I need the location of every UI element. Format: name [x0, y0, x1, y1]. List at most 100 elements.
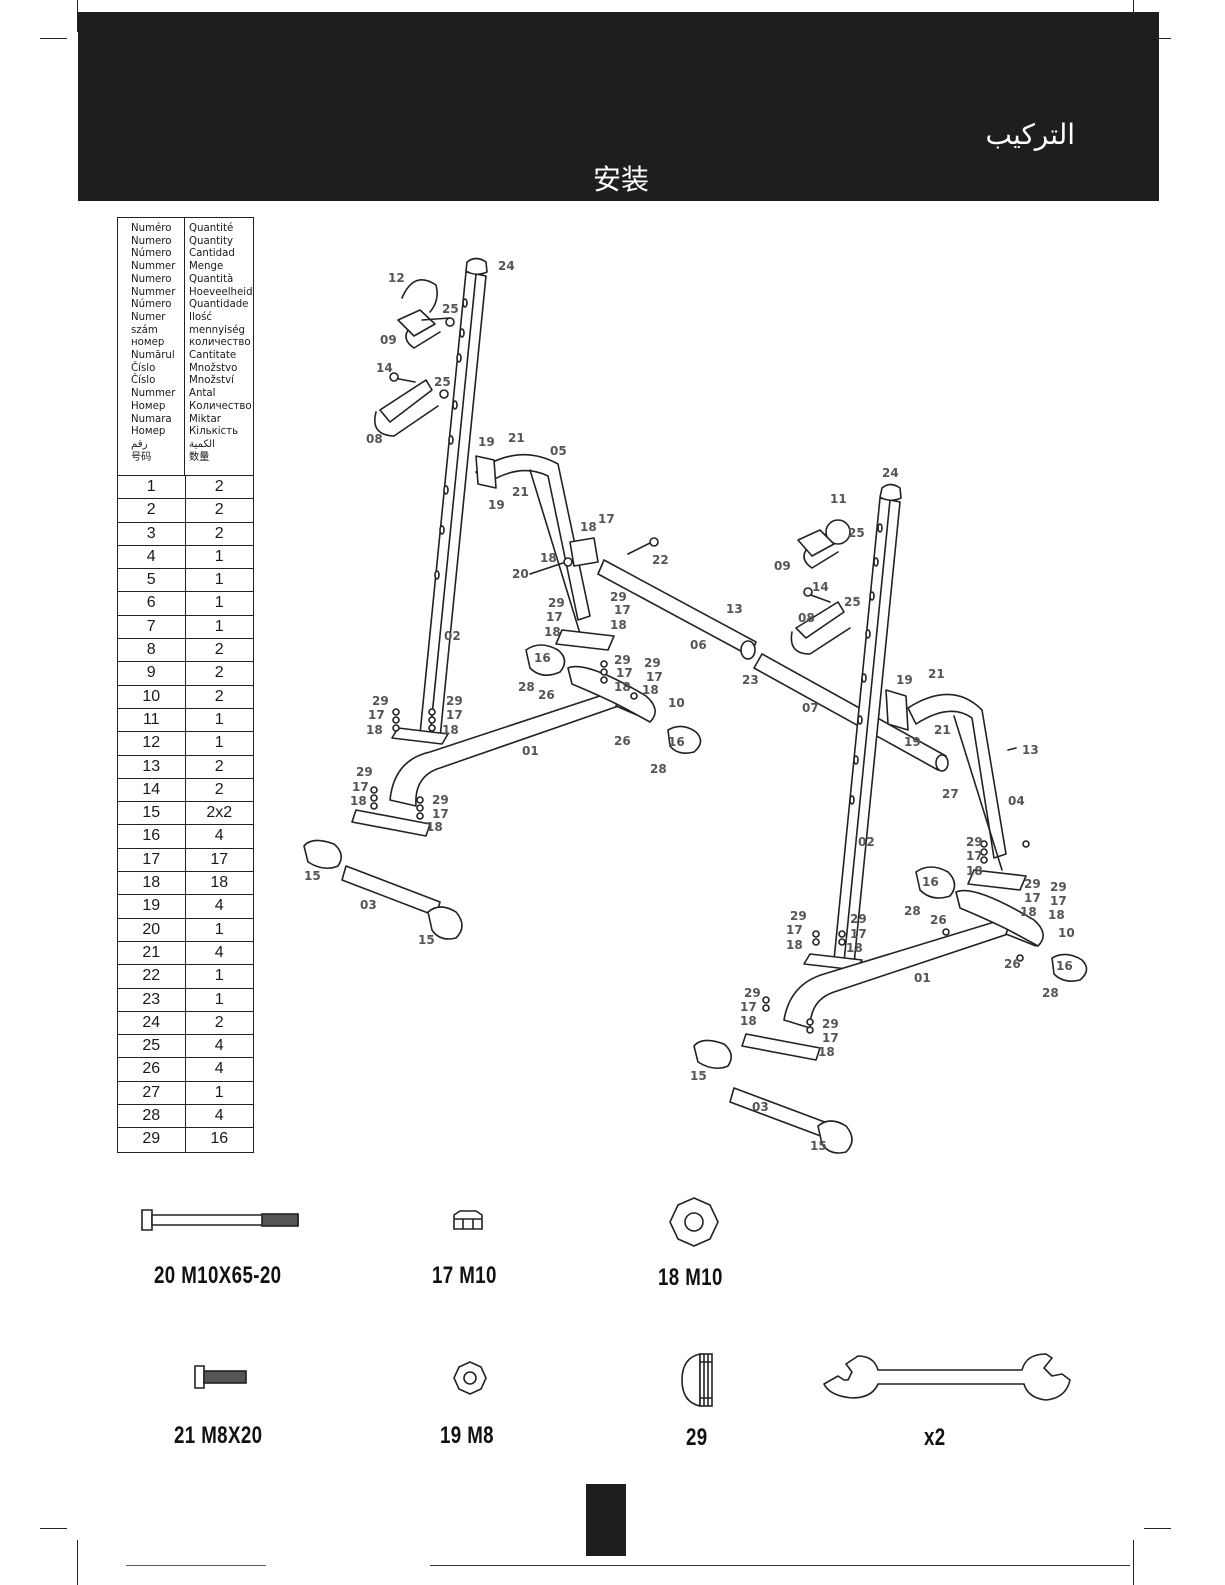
part-number-cell: 24: [118, 1011, 186, 1035]
callout: 29: [432, 793, 449, 807]
part-number-cell: 6: [118, 592, 186, 615]
crop-mark: [1144, 1528, 1171, 1529]
title-chinese: 安装: [593, 163, 650, 196]
part-number-cell: 11: [118, 708, 186, 732]
callout: 26: [930, 913, 947, 927]
callout: 02: [858, 835, 875, 849]
hardware-label-cap: 29: [686, 1424, 708, 1451]
callout: 17: [352, 780, 369, 794]
quantity-word: الكمية: [189, 438, 215, 450]
quantity-word: количество: [189, 337, 251, 349]
callout: 17: [1050, 894, 1067, 908]
callout: 18: [966, 864, 983, 878]
callout: 04: [1008, 794, 1025, 808]
page-number-tab: [586, 1484, 626, 1556]
callout: 08: [798, 611, 815, 625]
quantity-word: Ilość: [189, 311, 212, 323]
wrench-icon: [823, 1353, 1071, 1401]
part-number-cell: 9: [118, 662, 186, 685]
quantity-cell: 16: [210, 1130, 229, 1148]
callout: 17: [616, 666, 633, 680]
callout: 28: [904, 904, 921, 918]
callout: 27: [942, 787, 959, 801]
quantity-cell: 2: [214, 780, 224, 798]
small-washer-icon: [453, 1361, 487, 1395]
number-word: Nummer: [131, 388, 176, 400]
part-number-cell: 2: [118, 499, 186, 522]
callout: 17: [740, 1000, 757, 1014]
callout: 15: [810, 1139, 827, 1153]
number-word: Numara: [131, 413, 172, 425]
callout: 07: [802, 701, 819, 715]
crop-mark: [77, 0, 78, 32]
callout: 02: [444, 629, 461, 643]
callout: 11: [830, 492, 847, 506]
quantity-cell: 4: [214, 1037, 224, 1055]
callout-labels: 24 12 25 09 14 25 08 19 21 05 21 19 18 1…: [304, 259, 1075, 1153]
callout: 21: [934, 723, 951, 737]
callout: 18: [426, 820, 443, 834]
callout: 25: [442, 302, 459, 316]
callout: 15: [304, 869, 321, 883]
callout: 17: [368, 708, 385, 722]
number-word: Número: [131, 299, 172, 311]
callout: 13: [1022, 743, 1039, 757]
callout: 12: [388, 271, 405, 285]
callout: 14: [812, 580, 829, 594]
callout: 19: [488, 498, 505, 512]
part-number-cell: 13: [118, 755, 186, 778]
part-number-cell: 7: [118, 615, 186, 639]
callout: 19: [904, 735, 921, 749]
part-number-cell: 25: [118, 1035, 186, 1058]
part-number-cell: 20: [118, 918, 186, 941]
quantity-cell: 4: [214, 1107, 224, 1125]
callout: 06: [690, 638, 707, 652]
quantity-cell: 1: [214, 1083, 224, 1101]
title-arabic: التركيب: [985, 118, 1075, 151]
number-word: Номер: [131, 400, 166, 412]
callout: 29: [966, 835, 983, 849]
callout: 18: [1020, 905, 1037, 919]
part-number-cell: 10: [118, 685, 186, 708]
quantity-cell: 1: [214, 617, 224, 635]
quantity-cell: 2: [214, 501, 224, 519]
part-number-cell: 1: [118, 476, 186, 499]
callout: 17: [614, 603, 631, 617]
part-number-cell: 8: [118, 639, 186, 662]
callout: 03: [360, 898, 377, 912]
number-word: Numărul: [131, 350, 175, 362]
part-number-cell: 16: [118, 825, 186, 848]
callout: 19: [478, 435, 495, 449]
callout: 18: [610, 618, 627, 632]
callout: 29: [850, 912, 867, 926]
quantity-word: Cantidad: [189, 248, 235, 260]
part-number-cell: 23: [118, 988, 186, 1011]
quantity-cell: 2: [214, 524, 224, 542]
callout: 17: [966, 849, 983, 863]
quantity-cell: 1: [214, 990, 224, 1008]
callout: 16: [922, 875, 939, 889]
callout: 15: [418, 933, 435, 947]
callout: 17: [850, 927, 867, 941]
callout: 17: [646, 670, 663, 684]
footer-rule: [126, 1565, 266, 1566]
quantity-word: Množství: [189, 375, 234, 387]
part-number-cell: 28: [118, 1105, 186, 1128]
hardware-label-large-washer: 18 M10: [658, 1264, 723, 1291]
